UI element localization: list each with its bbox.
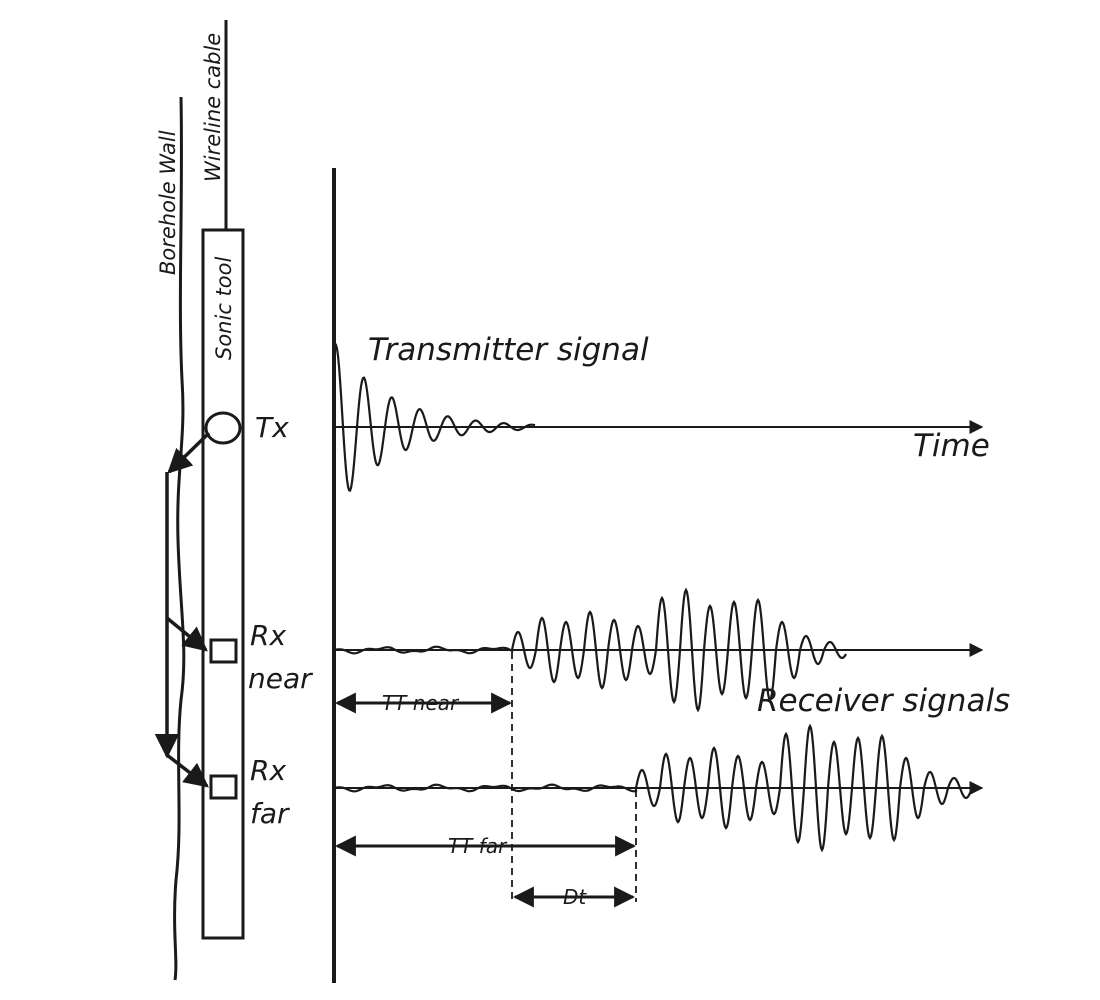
rx-near-label: Rx — [250, 619, 286, 652]
rx-far-waveform — [335, 723, 974, 853]
rx-near-waveform — [335, 587, 847, 713]
borehole-wall-label: Borehole Wall — [156, 130, 180, 275]
tt-near-label: TT near — [382, 691, 460, 715]
borehole-wall-line — [173, 96, 186, 981]
transmitter-element — [204, 411, 242, 445]
tt-far-label: TT far — [448, 834, 508, 858]
sonic-tool-label: Sonic tool — [212, 257, 236, 360]
ray-wall-to-rx-near — [165, 616, 208, 652]
receiver-signals-label: Receiver signals — [757, 683, 1010, 719]
far-label: far — [250, 797, 290, 830]
near-label: near — [248, 662, 313, 695]
rx-far-label: Rx — [250, 754, 286, 787]
tx-label: Tx — [255, 411, 289, 444]
receiver-near-element — [209, 638, 238, 664]
transmitter-waveform — [332, 343, 536, 493]
transmitter-signal-label: Transmitter signal — [368, 332, 649, 368]
time-axis-label: Time — [913, 428, 990, 464]
receiver-far-element — [209, 774, 238, 800]
sonic-tool-body — [201, 228, 245, 940]
ray-wall-to-rx-far — [165, 753, 209, 788]
ray-tx-to-wall — [167, 431, 211, 474]
dt-label: Dt — [563, 885, 587, 909]
wireline-cable-label: Wireline cable — [201, 33, 225, 182]
